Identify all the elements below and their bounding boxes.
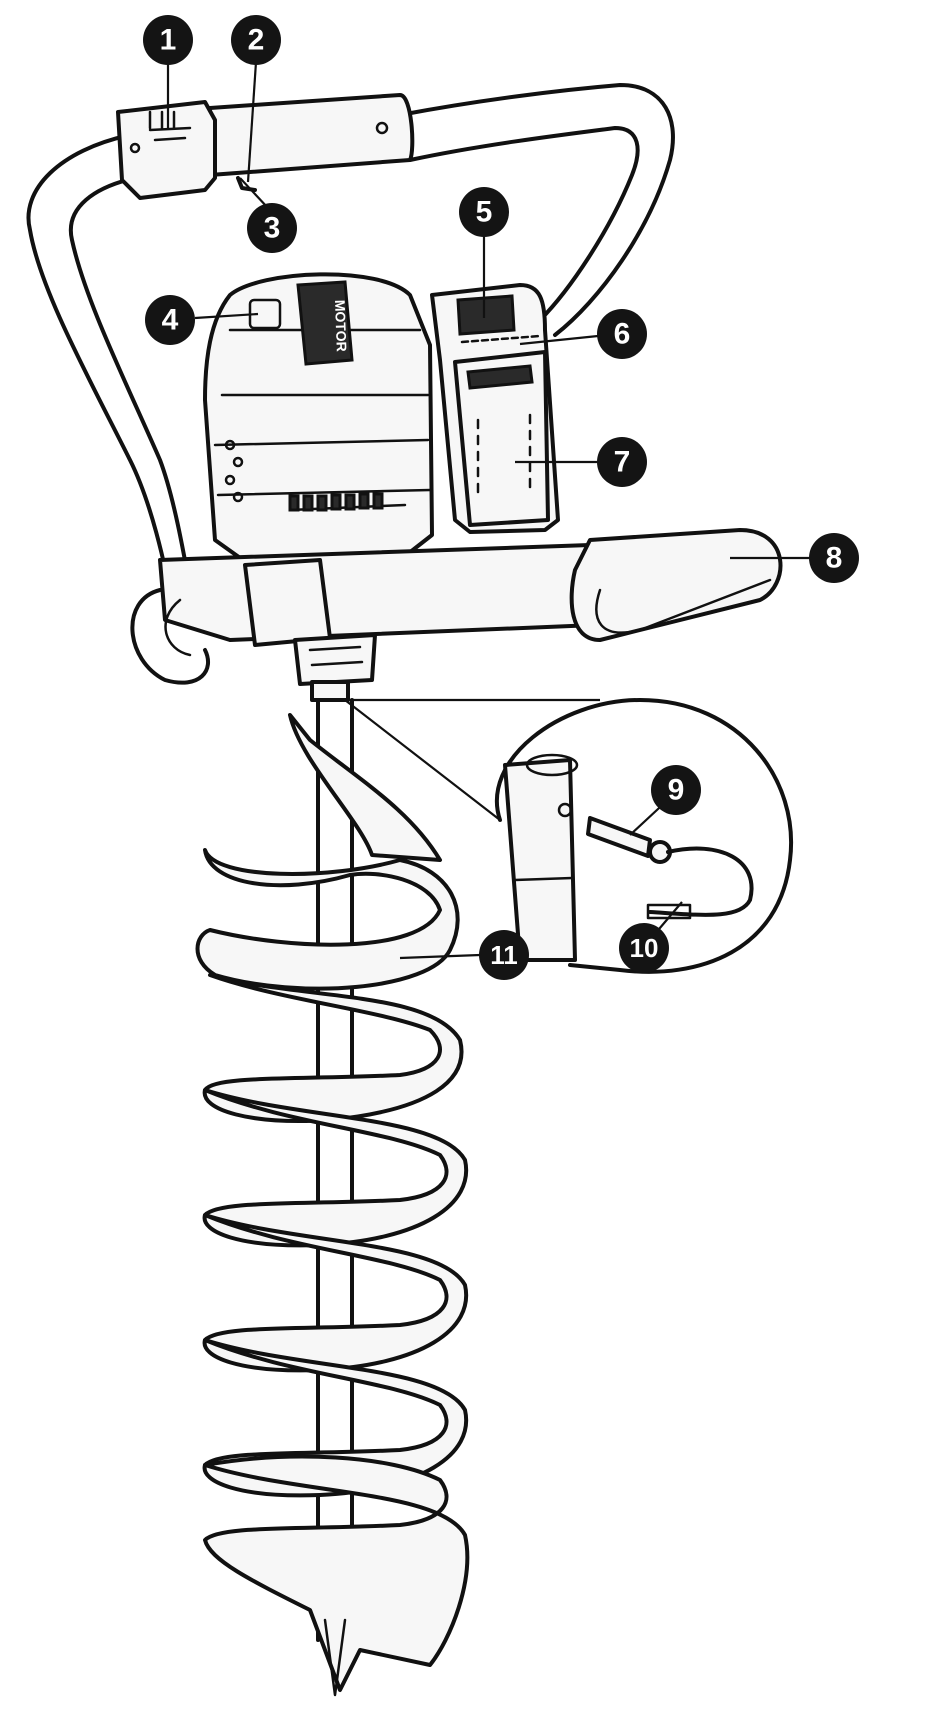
lock-clip: [646, 846, 754, 920]
speed-switch-housing: [116, 100, 217, 200]
callout-4: 4: [145, 295, 195, 345]
upper-loop-handle: [26, 83, 675, 622]
detail-inset: [344, 698, 794, 974]
callout-2-label: 2: [248, 24, 265, 57]
motor-label: MOTOR: [332, 300, 350, 352]
callout-5: 5: [459, 187, 509, 237]
callout-5-label: 5: [476, 196, 493, 229]
callout-4-label: 4: [162, 304, 179, 337]
callout-1: 1: [143, 15, 193, 65]
callout-11: 11: [479, 930, 529, 980]
leader-lines: [166, 61, 810, 960]
callout-3-label: 3: [264, 212, 281, 245]
callout-11-label: 11: [490, 940, 518, 970]
vent-holes: [224, 439, 244, 503]
callout-8: 8: [809, 533, 859, 583]
motor-housing: MOTOR: [203, 272, 434, 567]
callout-7-label: 7: [614, 446, 631, 479]
callout-10-label: 10: [630, 933, 659, 963]
callout-8-label: 8: [826, 542, 843, 575]
battery-pack: [430, 283, 560, 534]
callout-6: 6: [597, 309, 647, 359]
callout-6-label: 6: [614, 318, 631, 351]
drive-collar: [293, 633, 377, 702]
callout-7: 7: [597, 437, 647, 487]
side-grip: [569, 528, 783, 642]
callout-1-label: 1: [160, 24, 177, 57]
callout-9: 9: [651, 765, 701, 815]
auger-bit: [195, 698, 470, 1697]
callout-3: 3: [247, 203, 297, 253]
retaining-pin: [586, 816, 672, 864]
vent-slots: [288, 492, 384, 512]
callout-10: 10: [619, 923, 669, 973]
callout-2: 2: [231, 15, 281, 65]
callout-9-label: 9: [668, 774, 685, 807]
lower-handle: [130, 528, 783, 685]
